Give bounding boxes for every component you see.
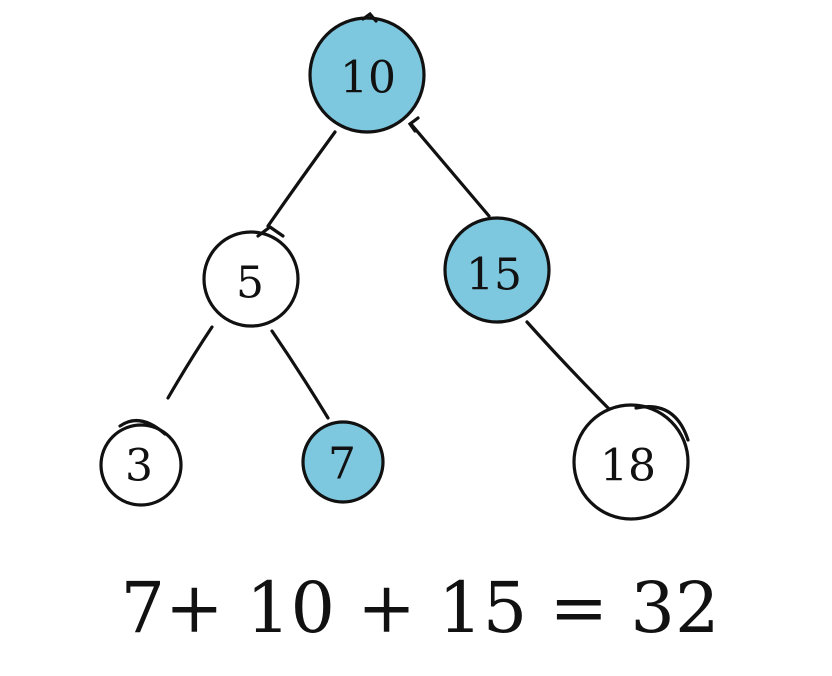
- edge-5-7: [270, 329, 330, 420]
- node-10: 10: [308, 11, 426, 134]
- edge-10-5: [266, 130, 337, 228]
- node-mark-18: [634, 405, 690, 442]
- node-label-10: 10: [340, 53, 396, 104]
- node-circle-18: [572, 403, 690, 521]
- sum-equation: 7+ 10 + 15 = 32: [121, 567, 720, 649]
- node-circle-7: [301, 420, 385, 504]
- node-label-18: 18: [600, 441, 656, 492]
- node-mark-5: [256, 225, 285, 238]
- node-label-3: 3: [125, 441, 153, 492]
- node-3: 3: [99, 418, 183, 507]
- node-15: 15: [443, 216, 551, 324]
- node-circle-3: [99, 423, 183, 507]
- node-circle-5: [202, 230, 300, 328]
- edge-15-18: [525, 320, 622, 422]
- node-label-5: 5: [236, 258, 264, 309]
- node-circle-15: [443, 216, 551, 324]
- node-mark-3: [118, 418, 167, 436]
- edge-5-3: [166, 325, 214, 400]
- node-5: 5: [202, 225, 300, 328]
- node-7: 7: [301, 420, 385, 504]
- arrow-head-10-15: [407, 116, 420, 133]
- node-label-7: 7: [328, 439, 356, 490]
- node-mark-10: [361, 11, 378, 23]
- node-label-15: 15: [466, 250, 522, 301]
- node-18: 18: [572, 403, 690, 521]
- edge-10-15: [409, 122, 491, 218]
